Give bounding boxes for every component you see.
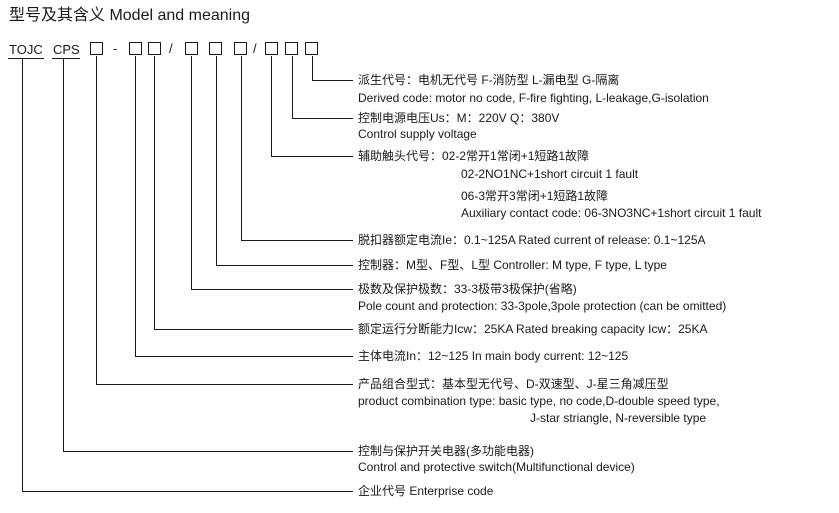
code-box-controller <box>209 42 222 55</box>
controller-type: 控制器：M型、F型、L型 Controller: M type, F type,… <box>358 258 667 272</box>
pole-count-cn: 极数及保护极数：33-3极带3极保护(省略) <box>358 282 577 296</box>
diagram-title: 型号及其含义 Model and meaning <box>9 7 250 24</box>
release-current: 脱扣器额定电流Ie：0.1~125A Rated current of rele… <box>358 233 706 247</box>
aux-contact-en-2: Auxiliary contact code: 06-3NO3NC+1short… <box>461 206 762 220</box>
combination-type-en-1: product combination type: basic type, no… <box>358 394 720 408</box>
code-box-breaking <box>148 42 161 55</box>
voltage-cn: 控制电源电压Us：M：220V Q：380V <box>358 111 560 125</box>
code-box-voltage <box>285 42 298 55</box>
code-box-current <box>129 42 142 55</box>
pole-count-en: Pole count and protection: 33-3pole,3pol… <box>358 299 727 313</box>
combination-type-cn: 产品组合型式：基本型无代号、D-双速型、J-星三角减压型 <box>358 377 669 391</box>
switch-type-en: Control and protective switch(Multifunct… <box>358 460 635 474</box>
combination-type-en-2: J-star striangle, N-reversible type <box>530 411 707 425</box>
code-series: CPS <box>53 42 80 57</box>
derived-code-cn: 派生代号：电机无代号 F-消防型 L-漏电型 G-隔离 <box>358 73 620 87</box>
voltage-en: Control supply voltage <box>358 127 477 141</box>
aux-contact-cn-2: 06-3常开3常闭+1短路1故障 <box>461 189 609 203</box>
code-box-aux <box>265 42 278 55</box>
code-prefix: TOJC <box>9 42 43 57</box>
code-box-derived <box>305 42 318 55</box>
enterprise-code: 企业代号 Enterprise code <box>358 484 494 498</box>
aux-contact-cn-1: 辅助触头代号：02-2常开1常闭+1短路1故障 <box>358 149 590 163</box>
code-box-pole <box>185 42 198 55</box>
code-box-release <box>234 42 247 55</box>
code-slash-2: / <box>253 41 257 56</box>
code-dash: - <box>113 41 118 56</box>
code-slash-1: / <box>169 41 173 56</box>
main-current: 主体电流In：12~125 In main body current: 12~1… <box>358 349 629 363</box>
switch-type-cn: 控制与保护开关电器(多功能电器) <box>358 444 534 458</box>
code-box-combination <box>90 42 103 55</box>
breaking-capacity: 额定运行分断能力Icw：25KA Rated breaking capacity… <box>358 322 708 336</box>
aux-contact-en-1: 02-2NO1NC+1short circuit 1 fault <box>461 167 639 181</box>
derived-code-en: Derived code: motor no code, F-fire figh… <box>358 91 709 105</box>
